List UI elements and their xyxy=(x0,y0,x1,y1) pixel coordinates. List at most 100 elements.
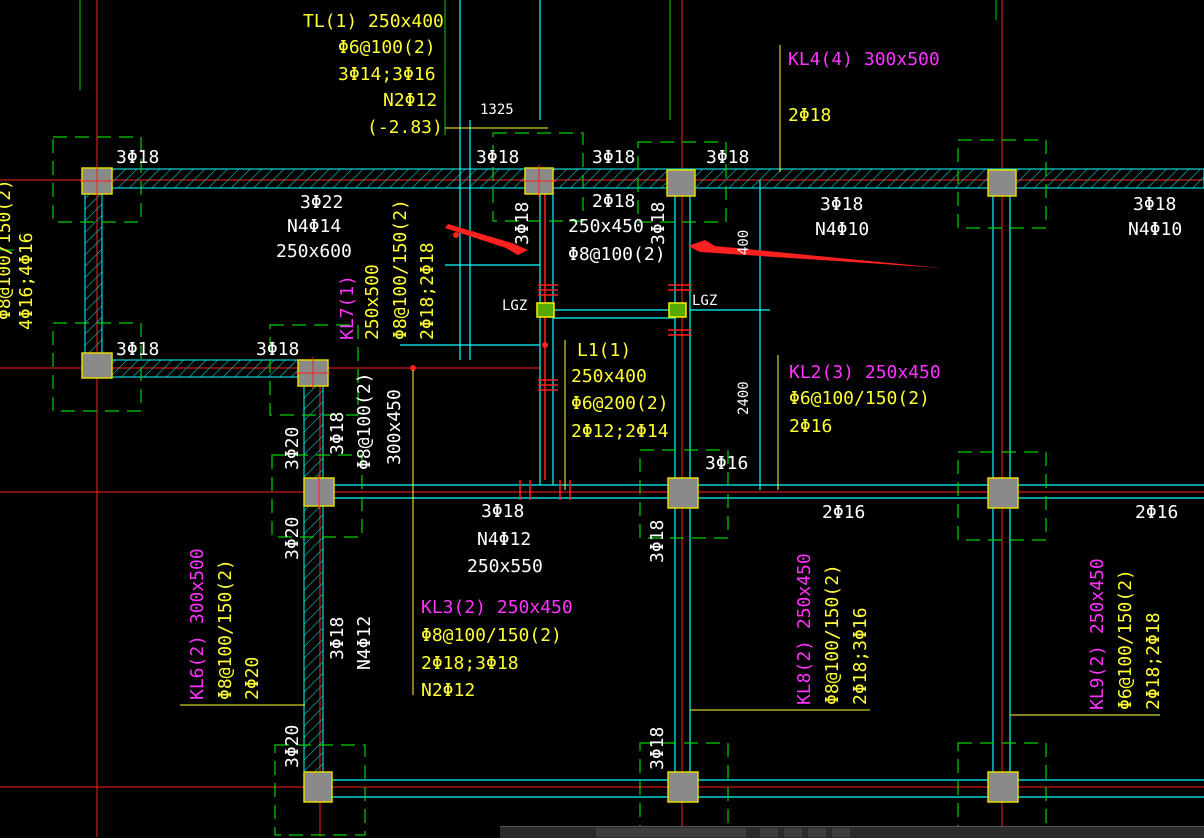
svg-text:2Φ18;3Φ18: 2Φ18;3Φ18 xyxy=(421,653,519,674)
svg-text:2Φ18: 2Φ18 xyxy=(788,105,831,126)
column-e3[interactable] xyxy=(987,477,1019,509)
status-bar-button[interactable] xyxy=(832,828,850,837)
svg-text:400: 400 xyxy=(736,230,752,255)
svg-text:2Φ16: 2Φ16 xyxy=(822,502,865,523)
svg-text:3Φ18: 3Φ18 xyxy=(481,501,524,522)
svg-text:Φ6@200(2): Φ6@200(2) xyxy=(571,393,669,414)
svg-text:Φ8@100/150(2): Φ8@100/150(2) xyxy=(215,559,236,700)
column-d3[interactable] xyxy=(667,477,699,509)
svg-text:3Φ18: 3Φ18 xyxy=(512,202,533,245)
kl4-label: KL4(4) 300x500 xyxy=(788,49,940,70)
svg-text:3Φ18: 3Φ18 xyxy=(1133,194,1176,215)
mid-span-labels: 250x450 Φ8@100(2) xyxy=(568,216,666,265)
svg-text:2Φ12;2Φ14: 2Φ12;2Φ14 xyxy=(571,421,669,442)
svg-text:Φ8@100/150(2): Φ8@100/150(2) xyxy=(421,625,562,646)
svg-text:250x550: 250x550 xyxy=(467,556,543,577)
svg-text:3Φ18: 3Φ18 xyxy=(256,339,299,360)
annotation-kl9: KL9(2) 250x450 Φ6@100/150(2) 2Φ18;2Φ18 xyxy=(1087,558,1164,710)
column-e1[interactable] xyxy=(987,169,1017,197)
status-bar-button[interactable] xyxy=(760,828,778,837)
kl7-label: KL7(1) xyxy=(337,275,358,340)
top-beam xyxy=(96,168,1204,189)
svg-text:3Φ18: 3Φ18 xyxy=(647,520,668,563)
svg-text:3Φ20: 3Φ20 xyxy=(282,725,303,768)
svg-text:250x400: 250x400 xyxy=(571,366,647,387)
svg-text:N4Φ10: N4Φ10 xyxy=(1128,219,1182,240)
top-beam-rebar-labels: 3Φ18 3Φ18 3Φ18 3Φ18 3Φ18 3Φ18 2Φ18 xyxy=(116,147,1176,215)
svg-text:Φ6@100/150(2): Φ6@100/150(2) xyxy=(789,388,930,409)
column-b4[interactable] xyxy=(303,771,333,803)
svg-text:2Φ16: 2Φ16 xyxy=(1135,502,1178,523)
svg-text:3Φ18: 3Φ18 xyxy=(116,339,159,360)
status-bar-field[interactable] xyxy=(596,828,746,837)
svg-text:2400: 2400 xyxy=(736,381,752,415)
tl1-label: TL(1) 250x400 xyxy=(303,11,444,32)
svg-text:3Φ18: 3Φ18 xyxy=(327,412,348,455)
svg-text:3Φ18: 3Φ18 xyxy=(706,147,749,168)
svg-text:250x600: 250x600 xyxy=(276,241,352,262)
left-edge-text-2: 4Φ16;4Φ16 xyxy=(16,232,37,330)
kl2-label: KL2(3) 250x450 xyxy=(789,362,941,383)
svg-text:3Φ20: 3Φ20 xyxy=(282,427,303,470)
svg-text:2Φ20: 2Φ20 xyxy=(242,657,263,700)
kl6-label: KL6(2) 300x500 xyxy=(187,548,208,700)
svg-text:3Φ22: 3Φ22 xyxy=(300,192,343,213)
svg-text:N2Φ12: N2Φ12 xyxy=(421,680,475,701)
annotation-l1: L1(1) 250x400 Φ6@200(2) 2Φ12;2Φ14 xyxy=(571,340,669,442)
svg-text:2Φ16: 2Φ16 xyxy=(789,416,832,437)
arrow-left-icon xyxy=(445,224,528,255)
svg-text:2Φ18: 2Φ18 xyxy=(592,191,635,212)
column-vertical-labels: 3Φ20 3Φ18 N4Φ12 3Φ20 3Φ18 3Φ18 xyxy=(282,517,668,770)
kl8-label: KL8(2) 250x450 xyxy=(794,553,815,705)
column-outlines xyxy=(52,132,1047,836)
arrow-right-icon xyxy=(688,240,942,268)
status-bar-button[interactable] xyxy=(808,828,826,837)
annotation-kl8: KL8(2) 250x450 Φ8@100/150(2) 2Φ18;3Φ16 xyxy=(794,553,871,705)
beam-walls xyxy=(84,168,1204,776)
lgz-left-column xyxy=(536,302,555,318)
svg-text:Φ8@100(2): Φ8@100(2) xyxy=(354,372,375,470)
left-col-wall xyxy=(303,379,324,776)
column-d1[interactable] xyxy=(666,169,696,197)
column-centers xyxy=(80,165,556,509)
svg-text:N4Φ12: N4Φ12 xyxy=(477,529,531,550)
kl3-label: KL3(2) 250x450 xyxy=(421,597,573,618)
svg-text:2Φ18;2Φ18: 2Φ18;2Φ18 xyxy=(417,242,438,340)
annotation-tl1: TL(1) 250x400 Φ6@100(2) 3Φ14;3Φ16 N2Φ12 … xyxy=(303,11,444,138)
status-bar-button[interactable] xyxy=(784,828,802,837)
red-arrows xyxy=(445,224,942,268)
left-wall xyxy=(84,187,103,359)
svg-text:300x450: 300x450 xyxy=(384,389,405,465)
svg-text:3Φ18: 3Φ18 xyxy=(116,147,159,168)
svg-text:2Φ18;2Φ18: 2Φ18;2Φ18 xyxy=(1143,612,1164,710)
annotation-kl2: KL2(3) 250x450 Φ6@100/150(2) 2Φ16 xyxy=(789,362,941,437)
vertical-stack-labels: 3Φ20 3Φ18 Φ8@100(2) 300x450 xyxy=(282,372,405,470)
column-e4[interactable] xyxy=(987,771,1019,803)
lgz-right-label: LGZ xyxy=(692,293,717,309)
dimension-1325: 1325 xyxy=(480,102,514,118)
svg-text:3Φ18: 3Φ18 xyxy=(327,617,348,660)
rebar-marks xyxy=(519,190,692,500)
svg-text:3Φ14;3Φ16: 3Φ14;3Φ16 xyxy=(338,64,436,85)
l1-label: L1(1) xyxy=(577,340,631,361)
svg-text:250x500: 250x500 xyxy=(362,264,383,340)
svg-text:N4Φ10: N4Φ10 xyxy=(815,219,869,240)
lgz-left-label: LGZ xyxy=(502,298,527,314)
svg-text:Φ6@100/150(2): Φ6@100/150(2) xyxy=(1115,569,1136,710)
annotation-kl3: KL3(2) 250x450 Φ8@100/150(2) 2Φ18;3Φ18 N… xyxy=(421,597,573,701)
annotation-kl6: KL6(2) 300x500 Φ8@100/150(2) 2Φ20 xyxy=(187,548,263,700)
status-bar[interactable] xyxy=(500,826,1204,838)
svg-text:3Φ16: 3Φ16 xyxy=(705,453,748,474)
beam-outlines xyxy=(312,0,1204,798)
column-a2[interactable] xyxy=(81,352,113,379)
svg-text:250x450: 250x450 xyxy=(568,216,644,237)
column-d4[interactable] xyxy=(667,771,699,803)
svg-text:3Φ18: 3Φ18 xyxy=(820,194,863,215)
svg-text:3Φ18: 3Φ18 xyxy=(648,202,669,245)
svg-text:3Φ18: 3Φ18 xyxy=(592,147,635,168)
svg-text:2Φ18;3Φ16: 2Φ18;3Φ16 xyxy=(850,607,871,705)
svg-text:Φ8@100(2): Φ8@100(2) xyxy=(568,244,666,265)
svg-text:3Φ18: 3Φ18 xyxy=(647,727,668,770)
left-span-labels: 3Φ22 N4Φ14 250x600 xyxy=(276,192,352,262)
